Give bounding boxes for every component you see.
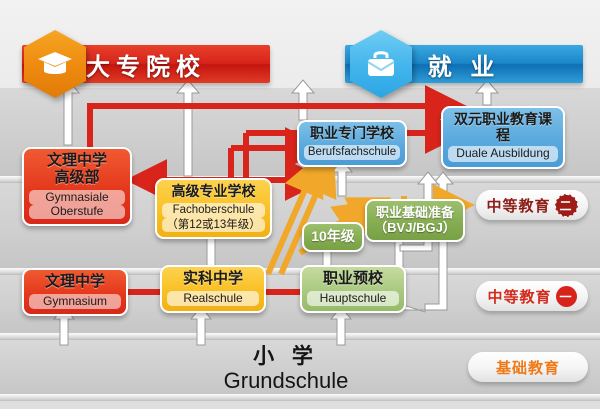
- node-gymnasium-en1: Gymnasium: [29, 293, 121, 310]
- side-label-sekundarstufe-1: 中等教育 一: [476, 281, 588, 311]
- node-klasse-10[interactable]: 10年级: [302, 222, 364, 252]
- node-berufsfachschule-cn1: 职业专门学校: [310, 125, 394, 141]
- side-label-sekundarstufe-1-text: 中等教育: [487, 288, 552, 306]
- banner-higher-education-label: 大专院校: [86, 53, 206, 81]
- node-duale-ausbildung-cn1: 双元职业教育课程: [454, 111, 552, 143]
- banner-employment-label: 就 业: [427, 53, 501, 81]
- graduation-cap-icon: [24, 30, 86, 98]
- node-gymnasiale-oberstufe-en1: Gymnasiale: [29, 189, 125, 206]
- node-hauptschule[interactable]: 职业预校 Hauptschule: [300, 265, 406, 314]
- node-gymnasiale-oberstufe[interactable]: 文理中学 高级部 Gymnasiale Oberstufe: [22, 147, 132, 227]
- node-hauptschule-en1: Hauptschule: [307, 290, 399, 307]
- node-bvj-bgj[interactable]: 职业基础准备 （BVJ/BGJ）: [365, 199, 465, 243]
- node-gymnasiale-oberstufe-cn2: 高级部: [54, 168, 100, 186]
- node-fachoberschule-en2: （第12或13年级）: [162, 217, 265, 233]
- node-klasse-10-cn1: 10年级: [311, 228, 355, 244]
- briefcase-icon: [350, 30, 412, 98]
- node-gymnasium[interactable]: 文理中学 Gymnasium: [22, 268, 128, 317]
- node-gymnasium-cn1: 文理中学: [44, 273, 105, 290]
- side-label-sekundarstufe-2: 中等教育 二: [476, 190, 588, 220]
- node-fachoberschule-en1: Fachoberschule: [162, 202, 265, 218]
- side-label-primarbereich: 基础教育: [468, 352, 588, 382]
- band-shelf-3: [0, 333, 600, 340]
- node-bvj-bgj-cn1: 职业基础准备: [375, 205, 454, 220]
- side-label-sekundarstufe-1-badge: 一: [555, 285, 577, 307]
- node-berufsfachschule-en1: Berufsfachschule: [304, 144, 400, 160]
- primary-school-en: Grundschule: [223, 368, 349, 393]
- node-berufsfachschule[interactable]: 职业专门学校 Berufsfachschule: [297, 120, 407, 167]
- band-shelf-4: [0, 394, 600, 401]
- node-bvj-bgj-cn2: （BVJ/BGJ）: [374, 219, 456, 235]
- node-hauptschule-cn1: 职业预校: [322, 270, 383, 287]
- side-label-sekundarstufe-2-badge: 二: [554, 193, 578, 217]
- node-realschule-cn1: 实科中学: [182, 270, 243, 287]
- primary-school-label: 小 学 Grundschule: [196, 340, 376, 394]
- node-gymnasiale-oberstufe-cn1: 文理中学: [46, 152, 107, 169]
- node-fachoberschule[interactable]: 高级专业学校 Fachoberschule （第12或13年级）: [155, 178, 272, 240]
- node-gymnasiale-oberstufe-en2: Oberstufe: [29, 204, 125, 220]
- primary-school-cn: 小 学: [253, 345, 319, 368]
- side-label-sekundarstufe-2-text: 中等教育: [486, 197, 551, 215]
- side-label-primarbereich-text: 基础教育: [495, 359, 560, 377]
- node-realschule[interactable]: 实科中学 Realschule: [160, 265, 266, 314]
- node-duale-ausbildung-en1: Duale Ausbildung: [448, 146, 558, 162]
- node-realschule-en1: Realschule: [167, 290, 259, 307]
- node-duale-ausbildung[interactable]: 双元职业教育课程 Duale Ausbildung: [441, 106, 565, 169]
- node-fachoberschule-cn1: 高级专业学校: [171, 183, 256, 199]
